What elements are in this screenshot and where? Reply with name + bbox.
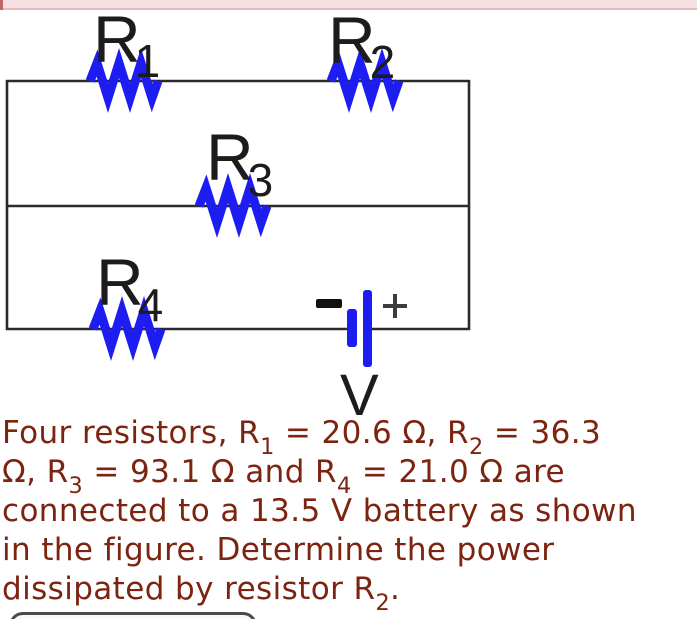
resistor-label-r2: R2 [328,3,395,88]
resistor-label-r1: R1 [93,2,160,87]
problem-line: in the figure. Determine the power [2,532,555,568]
battery-symbol [316,290,407,367]
resistor-r1-zigzag-icon [85,47,163,114]
resistor-symbols [85,47,404,362]
battery-plus-sign [383,294,407,318]
problem-line: dissipated by resistor R2. [2,571,401,617]
resistor-r4-zigzag-icon [88,295,166,362]
circuit-diagram: R1 R2 R3 R4 V [5,2,471,420]
answer-input-box[interactable] [9,612,257,619]
resistor-label-r4: R4 [96,245,163,331]
battery-short-plate [347,309,357,347]
problem-line: connected to a 13.5 V battery as shown [2,493,637,529]
resistor-r3-zigzag-icon [194,172,272,239]
battery-voltage-label: V [340,363,379,420]
resistor-r2-zigzag-icon [326,47,404,114]
battery-long-plate [363,290,372,367]
problem-line: Ω, R3 = 93.1 Ω and R4 = 21.0 Ω are [2,454,566,500]
battery-minus-sign [316,299,342,308]
top-alert-bar [0,0,697,10]
resistor-label-r3: R3 [206,120,273,206]
problem-line: Four resistors, R1 = 20.6 Ω, R2 = 36.3 [2,415,602,461]
top-bar-left-accent [0,0,3,10]
